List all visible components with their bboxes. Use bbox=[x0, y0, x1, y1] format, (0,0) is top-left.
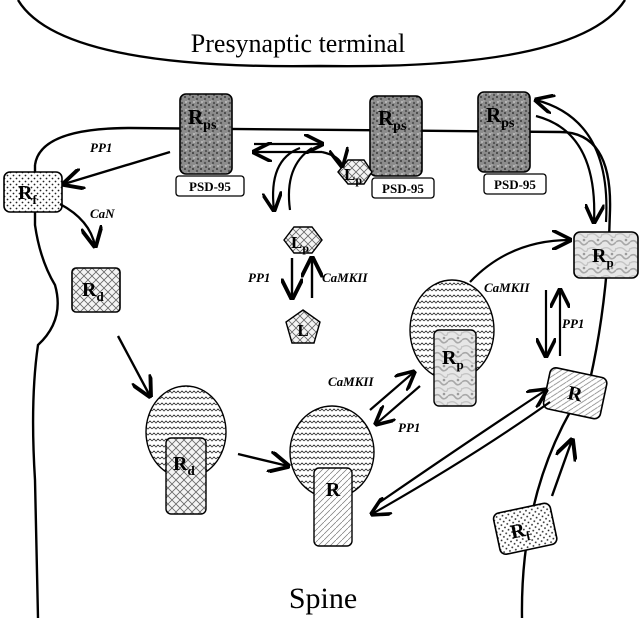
psd95-label-3: PSD-95 bbox=[494, 177, 536, 192]
svg-text:Rps: Rps bbox=[188, 105, 217, 133]
arrow-rp-to-r-endosome bbox=[376, 385, 421, 424]
svg-text:Rf: Rf bbox=[508, 518, 532, 546]
psd95-box-3 bbox=[483, 173, 547, 195]
psd95-box-2 bbox=[371, 177, 435, 199]
svg-text:Rp: Rp bbox=[592, 245, 614, 270]
svg-text:L: L bbox=[297, 321, 308, 340]
endosome-r: R bbox=[289, 405, 375, 547]
svg-text:Rps: Rps bbox=[486, 103, 515, 131]
psd95-label-2: PSD-95 bbox=[382, 181, 424, 196]
label-pp1-top: PP1 bbox=[90, 140, 112, 155]
label-camkii-right: CaMKII bbox=[484, 280, 530, 295]
svg-text:Lp: Lp bbox=[291, 233, 309, 255]
arrow-membrane-r-to-endosome-r bbox=[372, 401, 551, 514]
arrow-endosome-r-to-membrane-r bbox=[379, 390, 546, 503]
arrow-r-to-rp-endosome bbox=[369, 372, 414, 411]
arrow-endosome-rp-to-membrane-rp bbox=[469, 240, 570, 283]
svg-text:Rps: Rps bbox=[378, 106, 407, 134]
svg-text:Rf: Rf bbox=[18, 182, 37, 207]
spine-neck-membrane bbox=[31, 165, 59, 618]
svg-text:Rp: Rp bbox=[442, 347, 464, 372]
presynaptic-title: Presynaptic terminal bbox=[191, 29, 405, 58]
spine-title: Spine bbox=[289, 582, 357, 615]
arrow-rf-to-rd bbox=[59, 202, 95, 246]
svg-text:R: R bbox=[326, 479, 341, 501]
arrow-membrane-down-2 bbox=[287, 147, 313, 211]
rd-receptor-neck: Rd bbox=[71, 267, 121, 313]
arrow-endosome-rd-to-r bbox=[237, 454, 288, 466]
arrow-rd-to-endosome bbox=[116, 335, 150, 396]
rf-receptor-right: Rf bbox=[492, 502, 558, 556]
arrow-rps-to-rf bbox=[64, 150, 171, 184]
rp-receptor-membrane: Rp bbox=[573, 231, 639, 279]
svg-text:Lp: Lp bbox=[344, 165, 362, 187]
lp-hexagon-membrane: Lp bbox=[337, 159, 373, 187]
lp-hexagon-cytosol: Lp bbox=[283, 226, 323, 255]
label-can: CaN bbox=[90, 206, 115, 221]
arrow-membrane-to-lp bbox=[321, 152, 342, 166]
arrow-membrane-down-1 bbox=[273, 146, 301, 210]
l-pentagon: L bbox=[285, 309, 321, 344]
label-camkii-endosome: CaMKII bbox=[328, 374, 374, 389]
arrow-rf-to-r bbox=[550, 440, 572, 497]
svg-text:Rd: Rd bbox=[173, 453, 195, 478]
r-receptor-membrane: R bbox=[542, 366, 608, 420]
endosome-rp: Rp bbox=[409, 279, 495, 407]
label-pp1-right: PP1 bbox=[562, 316, 584, 331]
label-pp1-endosome: PP1 bbox=[398, 420, 420, 435]
rf-receptor-left: Rf bbox=[3, 171, 63, 213]
psd-receptor-1: Rps PSD-95 bbox=[175, 93, 245, 197]
psd95-box-1 bbox=[175, 175, 245, 197]
label-camkii-lp: CaMKII bbox=[322, 270, 368, 285]
svg-text:R: R bbox=[566, 382, 585, 407]
arrow-rp-to-rps3 bbox=[536, 100, 608, 223]
label-pp1-lp: PP1 bbox=[248, 270, 270, 285]
psd95-label-1: PSD-95 bbox=[189, 179, 231, 194]
psd-receptor-2: Rps PSD-95 bbox=[369, 95, 435, 199]
psd-receptor-3: Rps PSD-95 bbox=[477, 91, 547, 195]
svg-text:Rd: Rd bbox=[82, 279, 104, 304]
presynaptic-membrane bbox=[16, 0, 627, 68]
endosome-rd: Rd bbox=[145, 385, 227, 515]
arrow-rps3-to-rp bbox=[535, 114, 594, 222]
